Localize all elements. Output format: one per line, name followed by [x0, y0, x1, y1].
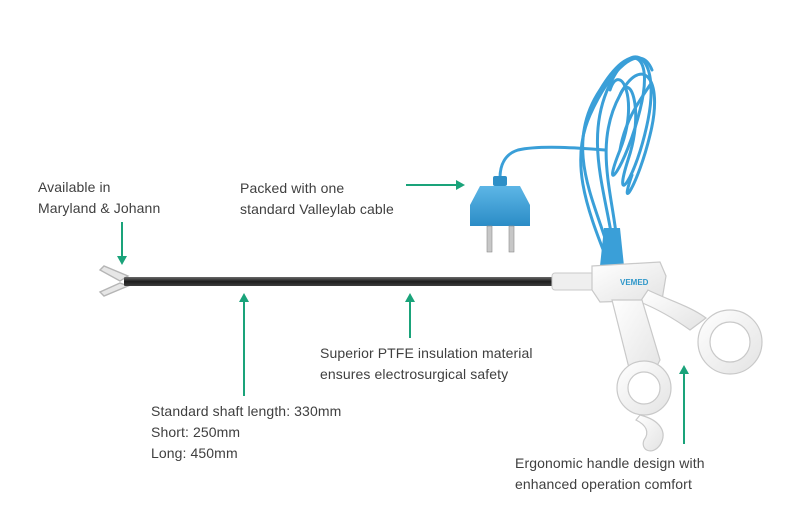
callout-arrows: [117, 180, 689, 444]
cable-strain-relief: [600, 228, 624, 266]
instrument-handle: [591, 261, 763, 452]
forceps-jaws: [98, 265, 130, 297]
arrow-insulation: [405, 293, 415, 338]
arrow-handle: [679, 365, 689, 444]
caption-line: ensures electrosurgical safety: [320, 366, 509, 382]
valleylab-cable: [498, 55, 656, 264]
arrow-shaft: [239, 293, 249, 396]
jaw-options-caption: Available in Maryland & Johann: [38, 177, 160, 219]
shaft-length-caption: Standard shaft length: 330mm Short: 250m…: [151, 401, 341, 464]
handle-caption: Ergonomic handle design with enhanced op…: [515, 453, 705, 495]
caption-line: Superior PTFE insulation material: [320, 345, 533, 361]
caption-line: Short: 250mm: [151, 424, 241, 440]
caption-line: enhanced operation comfort: [515, 476, 692, 492]
caption-line: standard Valleylab cable: [240, 201, 394, 217]
cable-caption: Packed with one standard Valleylab cable: [240, 178, 394, 220]
caption-line: Maryland & Johann: [38, 200, 161, 216]
shaft-collar: [551, 272, 595, 291]
caption-line: Available in: [38, 179, 111, 195]
brand-logo: VEMED: [620, 278, 649, 287]
arrow-jaws: [117, 222, 127, 265]
caption-line: Standard shaft length: 330mm: [151, 403, 342, 419]
valleylab-plug: [470, 176, 530, 253]
caption-line: Ergonomic handle design with: [515, 455, 705, 471]
caption-line: Long: 450mm: [151, 445, 238, 461]
insulation-caption: Superior PTFE insulation material ensure…: [320, 343, 533, 385]
caption-line: Packed with one: [240, 180, 345, 196]
arrow-cable: [406, 180, 465, 190]
instrument-shaft: [124, 277, 556, 286]
